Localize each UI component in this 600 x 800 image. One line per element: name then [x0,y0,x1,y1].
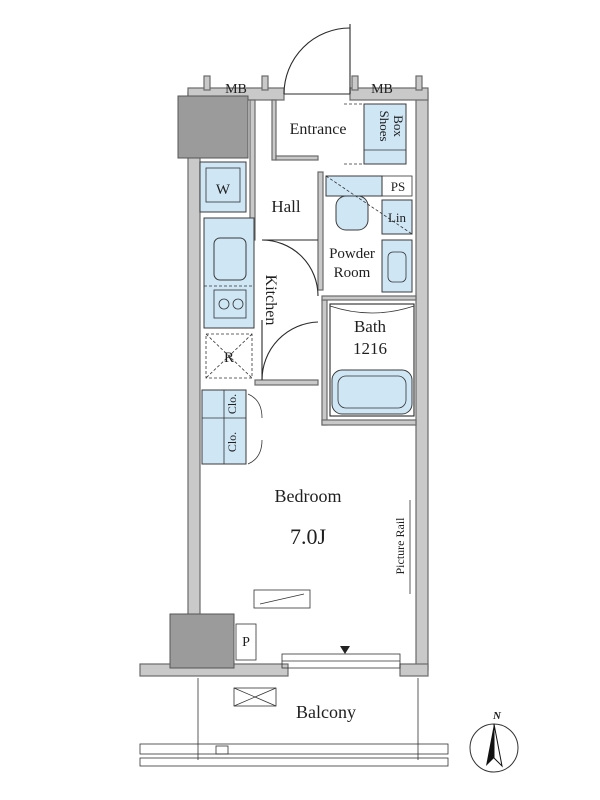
label-mb-left: MB [225,82,247,97]
closets [201,389,263,465]
label-shoes-box-2: Box [391,115,406,137]
refrigerator [205,333,253,379]
balcony [139,678,449,767]
kitchen-door[interactable] [261,320,319,381]
label-washer: W [216,182,231,198]
north-arrow [469,723,519,773]
powder-room-fixtures [325,175,413,293]
label-hall: Hall [271,197,301,216]
label-bedroom: Bedroom [275,486,342,506]
label-bath-size: 1216 [353,339,387,358]
entrance-door[interactable] [283,24,351,95]
label-linen: Lin [388,210,407,225]
bedroom-fixtures [235,500,411,669]
label-closet-lower: Clo. [225,432,239,452]
label-entrance: Entrance [290,121,347,138]
shoes-box [344,103,407,165]
label-refrigerator: R [224,350,234,366]
washer [199,161,247,213]
label-powder-room-1: Powder [329,246,375,262]
label-closet-upper: Clo. [225,394,239,414]
label-bath: Bath [354,317,387,336]
label-balcony: Balcony [296,702,356,722]
bath [329,303,415,417]
walls [139,75,429,677]
label-kitchen: Kitchen [262,275,279,326]
pipe-space [381,175,413,197]
label-ps: PS [391,179,405,194]
label-picture-rail: Picture Rail [393,517,407,575]
label-shoes-box-1: Shoes [377,110,392,141]
label-mb-right: MB [371,82,393,97]
label-powder-room-2: Room [334,265,371,281]
label-north: N [492,710,502,722]
label-p: P [242,635,250,650]
kitchen-counter [203,217,255,329]
column-top-left [177,95,249,159]
window-marker [340,646,350,654]
hall-door[interactable] [261,239,319,297]
column-bottom-left [169,613,235,669]
label-bedroom-size: 7.0J [290,524,327,549]
